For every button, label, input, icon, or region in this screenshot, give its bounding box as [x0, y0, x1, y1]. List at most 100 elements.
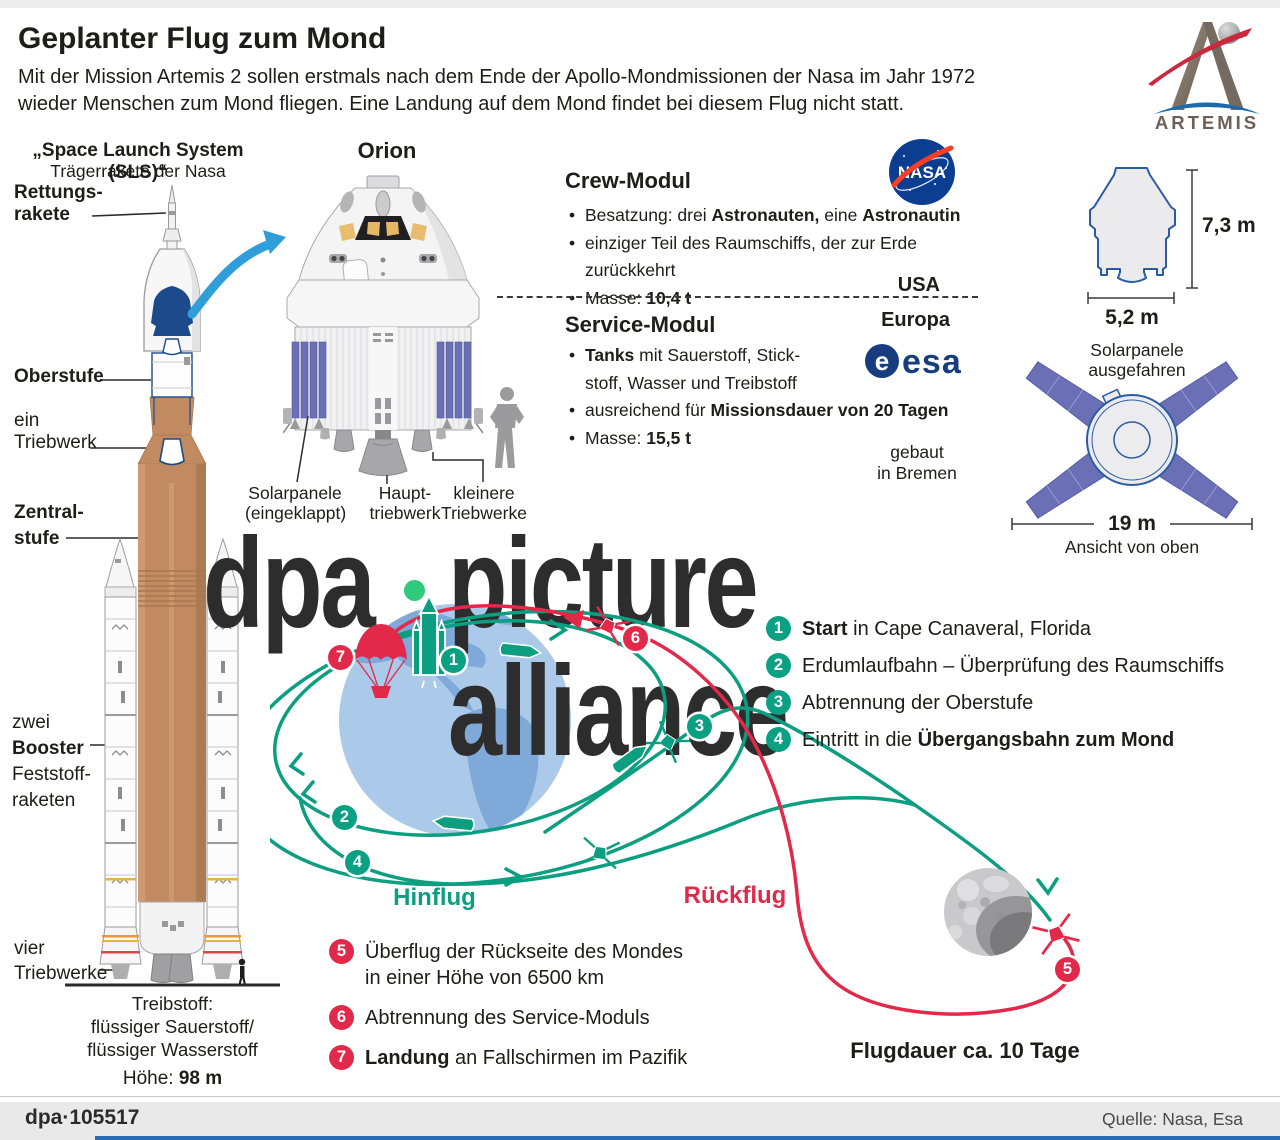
sls-fuel-note: Treibstoff: flüssiger Sauerstoff/ flüssi… — [87, 993, 258, 1060]
upper-stage-icon — [149, 352, 195, 466]
sls-title: „Space Launch System (SLS)“ — [32, 140, 244, 183]
step-badge: 2 — [766, 653, 791, 678]
nasa-logo-icon: NASA — [889, 139, 955, 205]
step-text: Abtrennung der Oberstufe — [802, 692, 1034, 714]
step-badge: 3 — [766, 690, 791, 715]
return-trajectory — [374, 603, 1076, 1016]
crew-module-bullets: Besatzung: drei Astronauten, eine Astron… — [565, 202, 985, 312]
bullet-item: Tanks mit Sauerstoff, Stick-stoff, Wasse… — [565, 342, 985, 397]
step-text: Abtrennung des Service-Moduls — [365, 1007, 650, 1029]
label-escape-rocket: Rettungs- rakete — [14, 182, 103, 225]
page-subtitle: Mit der Mission Artemis 2 sollen erstmal… — [18, 66, 976, 115]
footer-credit: dpa·105517 — [25, 1106, 140, 1129]
map-marker-3: 3 — [687, 714, 712, 739]
footer-strip — [0, 1102, 1280, 1140]
bullet-item: einziger Teil des Raumschiffs, der zur E… — [565, 230, 985, 285]
sls-rocket-illustration — [65, 184, 280, 987]
service-module-bullets: Tanks mit Sauerstoff, Stick-stoff, Wasse… — [565, 342, 985, 452]
flight-duration-label: Flugdauer ca. 10 Tage — [850, 1038, 1080, 1063]
dimension-height-label: 7,3 m — [1202, 214, 1256, 237]
small-engine-nozzle — [411, 429, 433, 452]
crew-country: USA — [897, 274, 940, 296]
step-item: 6 Abtrennung des Service-Moduls — [329, 1005, 749, 1031]
label-small-engines: kleinere Triebwerke — [441, 483, 527, 523]
step-item: 4 Eintritt in die Übergangsbahn zum Mond — [766, 727, 1266, 753]
step-badge: 1 — [766, 616, 791, 641]
step-badge: 7 — [329, 1045, 354, 1070]
dimension-span-label: 19 m — [1108, 512, 1156, 535]
step-text: Erdumlaufbahn – Überprüfung des Raumschi… — [802, 655, 1225, 677]
step-item: 7 Landung an Fallschirmen im Pazifik — [329, 1045, 749, 1071]
flight-path-diagram — [270, 593, 1080, 1016]
artemis-red-swoosh — [1148, 28, 1252, 86]
bullet-item: ausreichend für Missionsdauer von 20 Tag… — [565, 397, 985, 425]
step-text: Eintritt in die Übergangsbahn zum Mond — [802, 729, 1175, 751]
panels-deployed-note: Solarpanele ausgefahren — [1088, 340, 1186, 380]
artemis-blue-arc — [1154, 102, 1260, 114]
scale-person-icon — [490, 387, 524, 468]
map-marker-2: 2 — [332, 805, 357, 830]
booster-icon — [99, 537, 142, 979]
core-engine-nozzle — [168, 953, 194, 983]
main-engine-nozzle — [358, 438, 408, 476]
esa-wordmark: esa — [902, 343, 962, 381]
crew-module-icon — [298, 175, 468, 313]
dimension-lines — [1087, 169, 1198, 304]
orion-outline — [1089, 167, 1176, 283]
bullet-item: Besatzung: drei Astronauten, eine Astron… — [565, 202, 985, 230]
top-strip — [0, 0, 1280, 8]
orion-capsule-silhouette — [151, 286, 193, 336]
module-divider — [497, 296, 978, 298]
orion-illustration — [283, 175, 524, 484]
artemis-logo-icon: ARTEMIS — [1148, 22, 1260, 132]
upper-stage-engine — [159, 438, 185, 466]
artemis-a-left-leg — [1171, 22, 1212, 110]
map-marker-1: 1 — [441, 648, 466, 673]
label-main-engine: Haupt- triebwerk — [369, 483, 441, 523]
spacecraft-icon-outbound — [431, 642, 691, 870]
deployed-solar-panels-icon — [1025, 361, 1239, 519]
label-solar-panels: Solarpanele (eingeklappt) — [245, 483, 347, 523]
sls-subtitle: Trägerrakete der Nasa — [50, 161, 226, 181]
label-core-stage: Zentral- stufe — [14, 502, 84, 549]
moon-icon — [944, 868, 1080, 956]
bullet-item: Masse: 15,5 t — [565, 425, 985, 453]
orion-dimension-drawing — [1087, 167, 1198, 304]
core-stage-icon — [137, 434, 207, 983]
spacecraft-icon-return — [586, 605, 630, 647]
page-title: Geplanter Flug zum Mond — [18, 22, 387, 55]
step-badge: 6 — [329, 1005, 354, 1030]
outbound-label: Hinflug — [393, 884, 476, 911]
map-marker-6: 6 — [623, 626, 648, 651]
step-text: Landung an Fallschirmen im Pazifik — [365, 1047, 688, 1069]
service-country: Europa — [881, 309, 950, 331]
map-marker-7: 7 — [328, 645, 353, 670]
callout-arrow-icon — [187, 230, 286, 319]
label-four-engines: vier Triebwerke — [14, 938, 108, 984]
service-module-title: Service-Modul — [565, 312, 716, 337]
esa-logo-icon: e esa — [865, 343, 962, 381]
label-one-engine: ein Triebwerk — [14, 410, 97, 453]
folded-solar-panels-icon — [291, 341, 472, 419]
small-engine-nozzle — [333, 429, 355, 452]
orion-leader-lines — [296, 415, 484, 484]
return-label: Rückflug — [683, 882, 787, 909]
built-in-bremen-note: gebaut in Bremen — [877, 442, 957, 483]
service-module-icon — [283, 279, 484, 476]
step-item: 2 Erdumlaufbahn – Überprüfung des Raumsch… — [766, 653, 1266, 679]
esa-disc-letter: e — [875, 346, 889, 376]
orion-top-view-drawing — [1011, 361, 1253, 530]
top-view-caption: Ansicht von oben — [1064, 537, 1200, 557]
artemis-wordmark: ARTEMIS — [1155, 112, 1259, 132]
label-upper-stage: Oberstufe — [14, 366, 104, 387]
step-badge: 5 — [329, 939, 354, 964]
step-badge: 4 — [766, 727, 791, 752]
fairing-icon — [143, 248, 201, 356]
